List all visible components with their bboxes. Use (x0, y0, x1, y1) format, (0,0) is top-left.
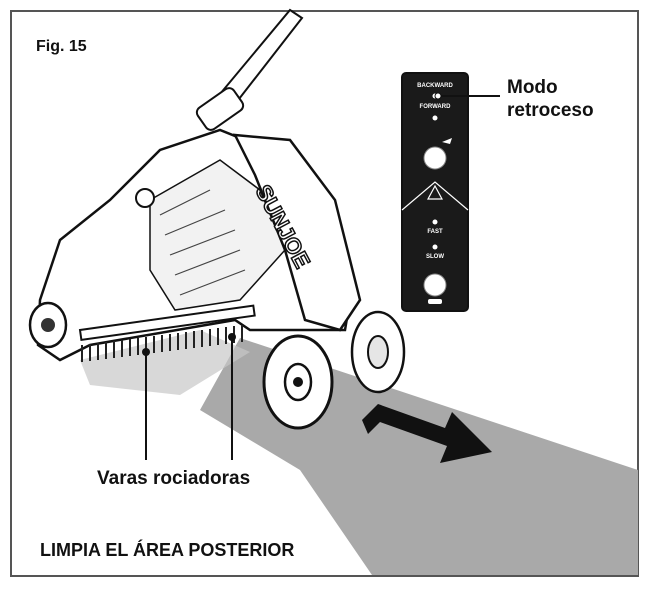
brush-bristles (81, 325, 243, 362)
handle-grip (195, 87, 245, 131)
housing-inner-panel (149, 159, 286, 311)
spray-wands-callout: Varas rociadoras (97, 468, 251, 489)
direction-icon (442, 138, 452, 144)
reverse-mode-line2: retroceso (507, 100, 594, 121)
rear-wheel-hub (367, 335, 389, 369)
panel-divider (401, 181, 469, 211)
ground-shadow (80, 330, 250, 395)
reverse-mode-line1: Modo (507, 77, 558, 98)
panel-label-forward: FORWARD (420, 104, 452, 110)
front-wheel-axle (293, 377, 303, 387)
reverse-mode-callout: Modo retroceso (507, 76, 594, 122)
panel-label-slow: SLOW (426, 254, 444, 260)
panel-label-fast: FAST (427, 229, 443, 235)
fast-indicator (432, 219, 438, 225)
housing-ribs (159, 189, 246, 296)
figure-label: Fig. 15 (36, 38, 87, 55)
wand-nozzle-right (228, 333, 236, 341)
brand-triangle-icon (426, 184, 444, 200)
slow-indicator (432, 244, 438, 250)
side-arm (232, 133, 362, 332)
figure-caption: LIMPIA EL ÁREA POSTERIOR (40, 540, 295, 560)
speed-button (423, 273, 447, 297)
housing-knob (135, 188, 155, 208)
nozzle-center (41, 318, 55, 332)
spray-bar (78, 304, 256, 342)
control-panel (401, 72, 469, 312)
direction-button (423, 146, 447, 170)
panel-label-backward: BACKWARD (417, 83, 453, 89)
direction-arrow (362, 404, 492, 463)
reverse-mode-dot (434, 92, 442, 100)
forward-indicator (432, 115, 438, 121)
wand-nozzle-left (142, 348, 150, 356)
power-indicator (428, 299, 442, 304)
